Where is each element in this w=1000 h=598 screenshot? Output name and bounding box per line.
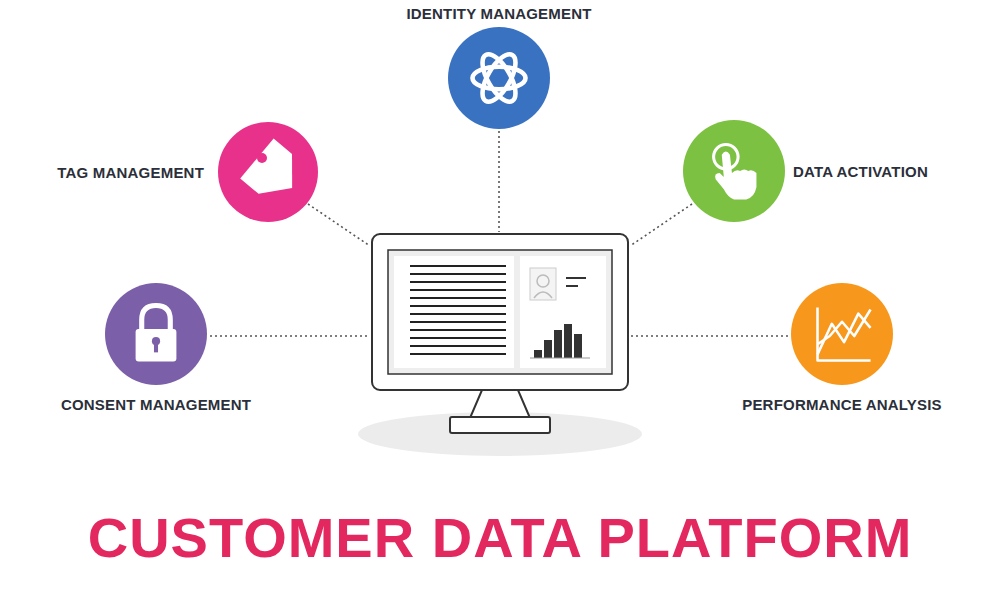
circle-icon <box>218 122 318 222</box>
feature-circle: IDENTITY MANAGEMENT <box>448 27 550 129</box>
circle-icon <box>791 283 893 385</box>
circle-icon <box>448 27 550 129</box>
feature-circle: DATA ACTIVATION <box>683 120 785 222</box>
feature-label: DATA ACTIVATION <box>793 163 928 180</box>
feature-label: TAG MANAGEMENT <box>57 164 204 181</box>
feature-circle: CONSENT MANAGEMENT <box>105 283 207 385</box>
feature-circle: PERFORMANCE ANALYSIS <box>791 283 893 385</box>
diagram-title: CUSTOMER DATA PLATFORM <box>88 505 913 570</box>
feature-label: IDENTITY MANAGEMENT <box>406 5 591 22</box>
circle-icon <box>683 120 785 222</box>
feature-label: PERFORMANCE ANALYSIS <box>742 396 942 413</box>
feature-circle: TAG MANAGEMENT <box>218 122 318 222</box>
circle-icon <box>105 283 207 385</box>
feature-label: CONSENT MANAGEMENT <box>61 396 251 413</box>
